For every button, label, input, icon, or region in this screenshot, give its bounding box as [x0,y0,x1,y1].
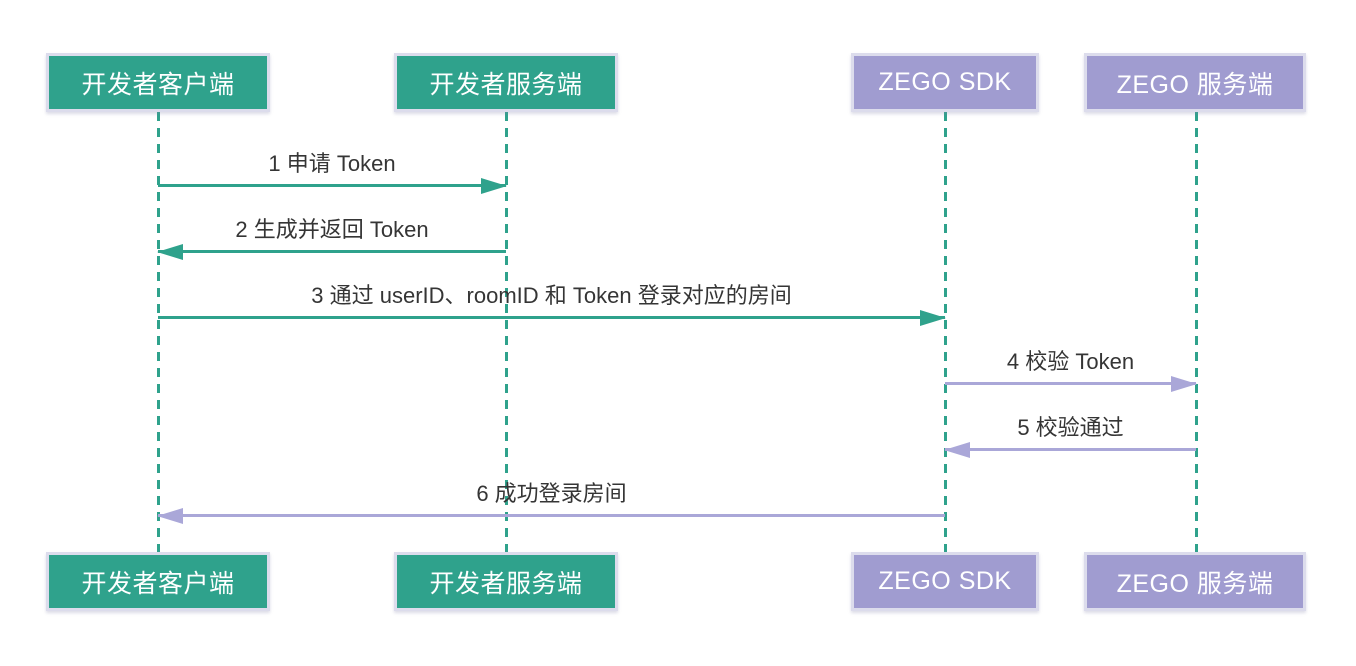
message-6-login-success: 6 成功登录房间 [157,475,945,524]
actor-zego-server-top: ZEGO 服务端 [1084,53,1306,112]
message-arrow [158,178,507,194]
message-arrow [157,508,945,524]
message-label: 3 通过 userID、roomID 和 Token 登录对应的房间 [311,283,792,308]
message-3-login-room: 3 通过 userID、roomID 和 Token 登录对应的房间 [158,277,946,326]
message-label: 4 校验 Token [1006,349,1135,374]
message-4-verify-token: 4 校验 Token [945,343,1197,392]
lifeline-zego-server [1195,112,1198,552]
actor-zego-sdk-bottom: ZEGO SDK [851,552,1039,611]
message-2-return-token: 2 生成并返回 Token [157,211,506,260]
actor-developer-server-top: 开发者服务端 [394,53,618,112]
message-label: 1 申请 Token [268,151,396,176]
message-1-request-token: 1 申请 Token [158,145,507,194]
arrowhead-left-icon [944,442,970,458]
lifeline-developer-client [157,112,160,552]
message-label: 6 成功登录房间 [476,481,627,506]
actor-developer-client-top: 开发者客户端 [46,53,270,112]
lifeline-zego-sdk [944,112,947,552]
message-arrow [945,376,1197,392]
actor-developer-client-bottom: 开发者客户端 [46,552,270,611]
message-label: 5 校验通过 [1017,415,1124,440]
arrowhead-right-icon [1171,376,1197,392]
arrowhead-right-icon [920,310,946,326]
arrowhead-left-icon [157,244,183,260]
arrowhead-right-icon [481,178,507,194]
actor-zego-sdk-top: ZEGO SDK [851,53,1039,112]
arrowhead-left-icon [157,508,183,524]
message-5-verify-passed: 5 校验通过 [944,409,1196,458]
actor-developer-server-bottom: 开发者服务端 [394,552,618,611]
actor-zego-server-bottom: ZEGO 服务端 [1084,552,1306,611]
message-arrow [944,442,1196,458]
message-arrow [158,310,946,326]
lifeline-developer-server [505,112,508,552]
message-label: 2 生成并返回 Token [235,217,429,242]
message-arrow [157,244,506,260]
